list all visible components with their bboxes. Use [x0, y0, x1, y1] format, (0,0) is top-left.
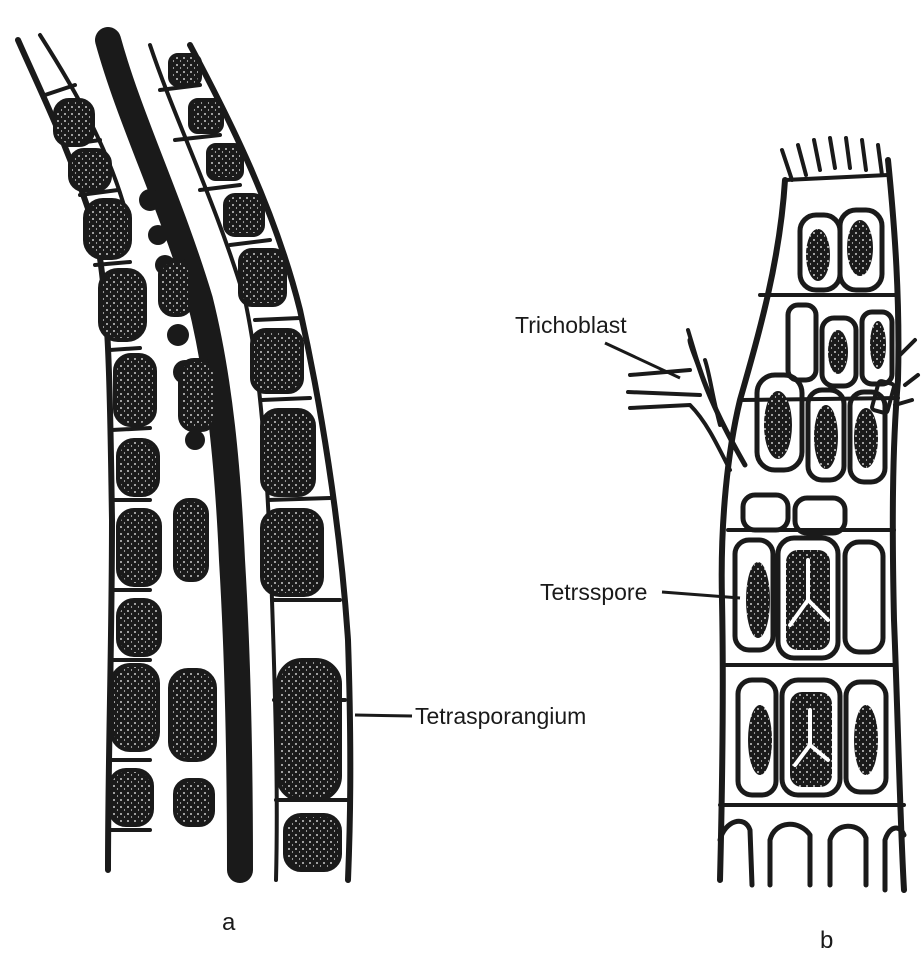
panel-b-filament: [628, 138, 918, 890]
tetrasporangium-label: Tetrasporangium: [415, 703, 586, 729]
tetrasporangium-pointer: [355, 715, 412, 716]
panel-b-letter: b: [820, 927, 833, 954]
tetraspore-label: Tetrsspore: [540, 579, 647, 605]
tetraspore-pointer: [662, 592, 740, 598]
trichoblast-label: Trichoblast: [515, 312, 627, 338]
panel-a-filament: [18, 35, 350, 880]
panel-a-letter: a: [222, 909, 236, 936]
